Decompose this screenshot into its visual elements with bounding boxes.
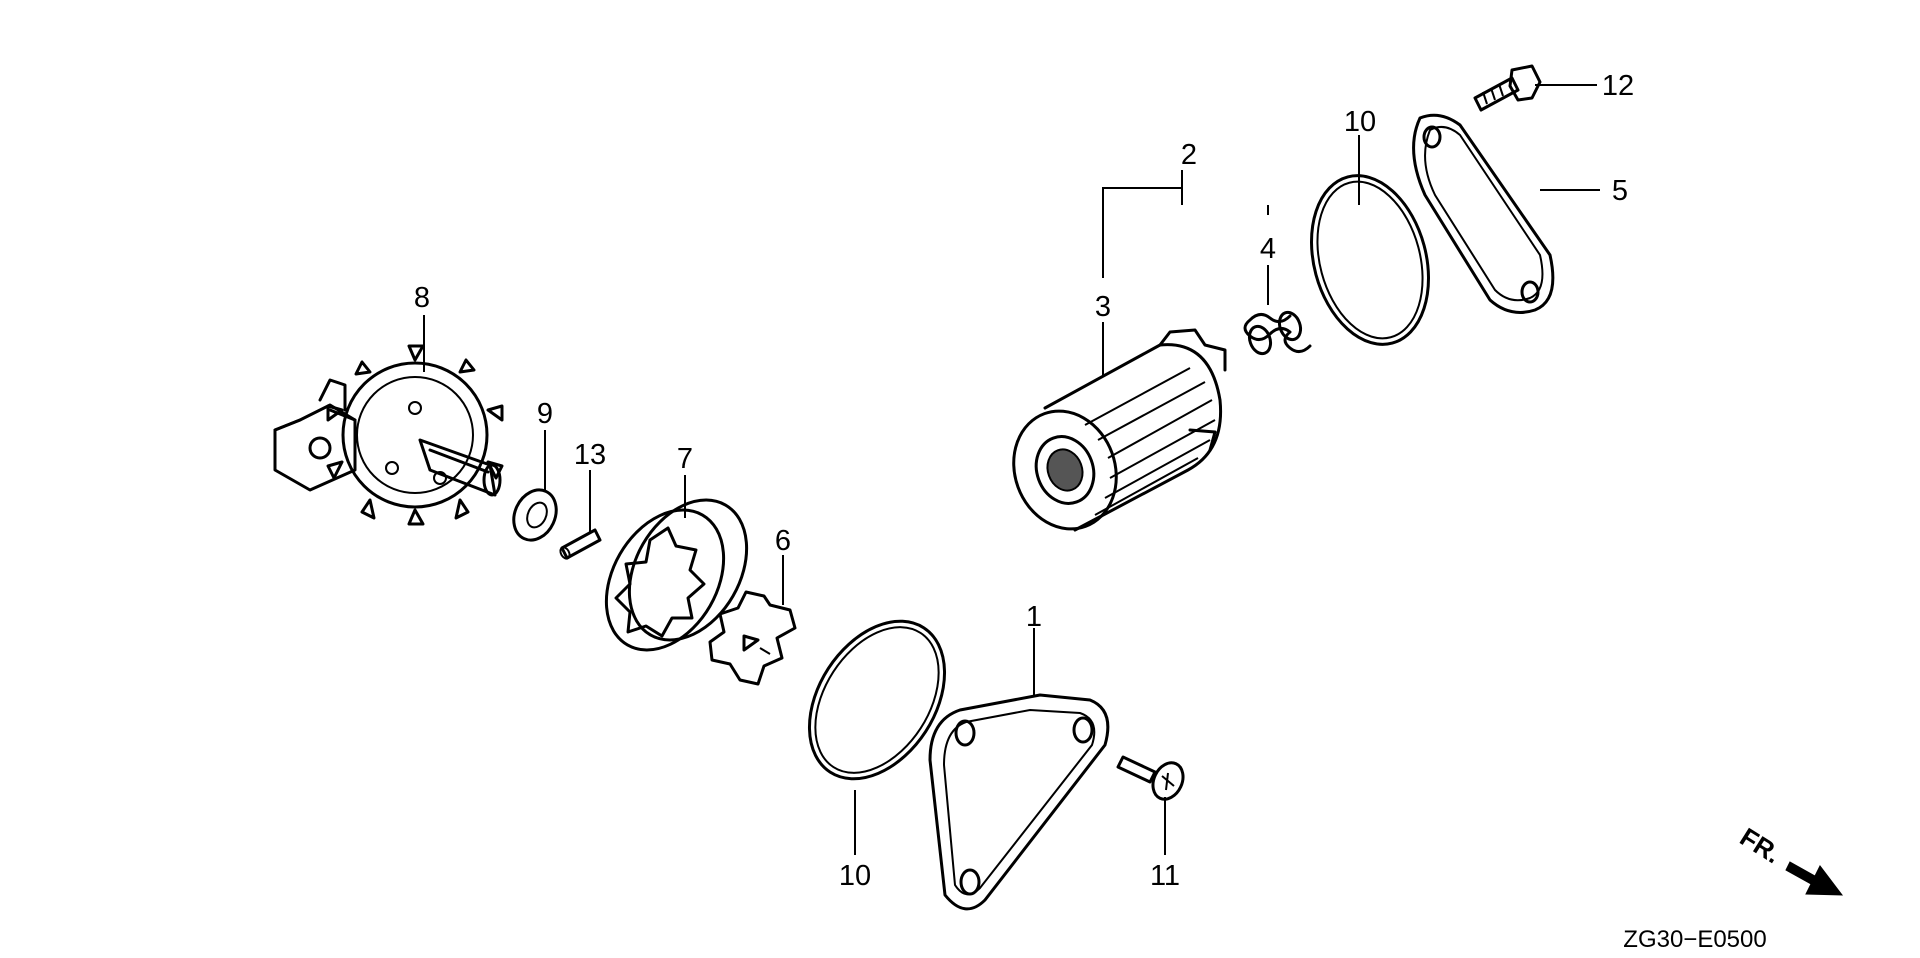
part-10-o-ring-lower xyxy=(807,619,947,781)
part-8-pump-gear-shaft xyxy=(273,344,504,526)
part-5-filter-cover xyxy=(1412,113,1555,314)
callout-13: 13 xyxy=(574,439,606,471)
front-arrow-icon xyxy=(1785,861,1844,896)
callout-1: 1 xyxy=(1026,601,1042,633)
part-9-washer xyxy=(512,488,558,542)
callout-7: 7 xyxy=(677,443,693,475)
part-7-outer-rotor xyxy=(604,498,749,652)
callout-6: 6 xyxy=(775,525,791,557)
callout-10-upper: 10 xyxy=(1344,106,1376,138)
callout-12: 12 xyxy=(1602,70,1634,102)
callout-5: 5 xyxy=(1612,175,1628,207)
part-1-pump-cover xyxy=(928,693,1110,911)
part-10-o-ring-upper xyxy=(1310,174,1430,346)
part-12-bolt xyxy=(1473,64,1542,112)
callout-numbers: 1 2 3 4 5 6 7 8 9 10 10 11 12 13 xyxy=(414,70,1634,892)
callout-4: 4 xyxy=(1260,233,1276,265)
callout-9: 9 xyxy=(537,398,553,430)
callout-10-lower: 10 xyxy=(839,860,871,892)
callout-11: 11 xyxy=(1150,860,1180,892)
callout-8: 8 xyxy=(414,282,430,314)
front-label: FR. xyxy=(1735,822,1786,870)
part-3-oil-filter xyxy=(1012,328,1227,532)
callout-3: 3 xyxy=(1095,291,1111,323)
callout-2: 2 xyxy=(1181,139,1197,171)
part-13-pin xyxy=(559,528,602,560)
leader-lines xyxy=(423,84,1600,855)
part-4-spring xyxy=(1243,310,1312,356)
diagram-code: ZG30−E0500 xyxy=(1623,926,1766,953)
part-11-screw xyxy=(1116,755,1185,801)
front-direction-indicator: FR. xyxy=(1735,822,1844,896)
part-6-inner-rotor xyxy=(708,590,797,686)
